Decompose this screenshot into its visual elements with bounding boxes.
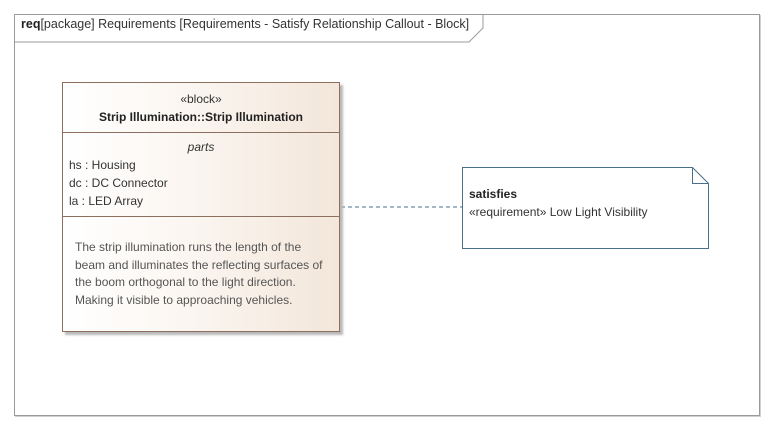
description-line: The strip illumination runs the length o… xyxy=(75,240,302,254)
frame-title: req[package] Requirements [Requirements … xyxy=(21,17,469,31)
part-item[interactable]: la : LED Array xyxy=(69,194,144,208)
block-divider xyxy=(63,132,339,133)
block-stereotype: «block» xyxy=(180,92,222,106)
callout-requirement: «requirement» Low Light Visibility xyxy=(469,205,648,219)
part-item[interactable]: dc : DC Connector xyxy=(69,176,168,190)
frame-title-text: [package] Requirements [Requirements - S… xyxy=(40,17,470,31)
part-item[interactable]: hs : Housing xyxy=(69,158,136,172)
block-strip-illumination[interactable]: «block» Strip Illumination::Strip Illumi… xyxy=(62,82,340,332)
diagram-frame xyxy=(14,14,760,416)
description-line: beam and illuminates the reflecting surf… xyxy=(75,257,323,272)
block-name: Strip Illumination::Strip Illumination xyxy=(99,110,303,124)
satisfies-callout-note[interactable]: satisfies «requirement» Low Light Visibi… xyxy=(462,167,709,249)
frame-title-tab xyxy=(14,14,484,43)
frame-keyword: req xyxy=(21,17,41,31)
description-line: the boom orthogonal to the light directi… xyxy=(75,275,296,290)
block-description: The strip illumination runs the length o… xyxy=(75,239,341,310)
callout-label: satisfies xyxy=(469,187,518,201)
block-divider xyxy=(63,216,339,217)
note-shape xyxy=(462,167,709,249)
parts-compartment-header: parts xyxy=(187,140,215,154)
description-line: Making it visible to approaching vehicle… xyxy=(75,293,293,308)
